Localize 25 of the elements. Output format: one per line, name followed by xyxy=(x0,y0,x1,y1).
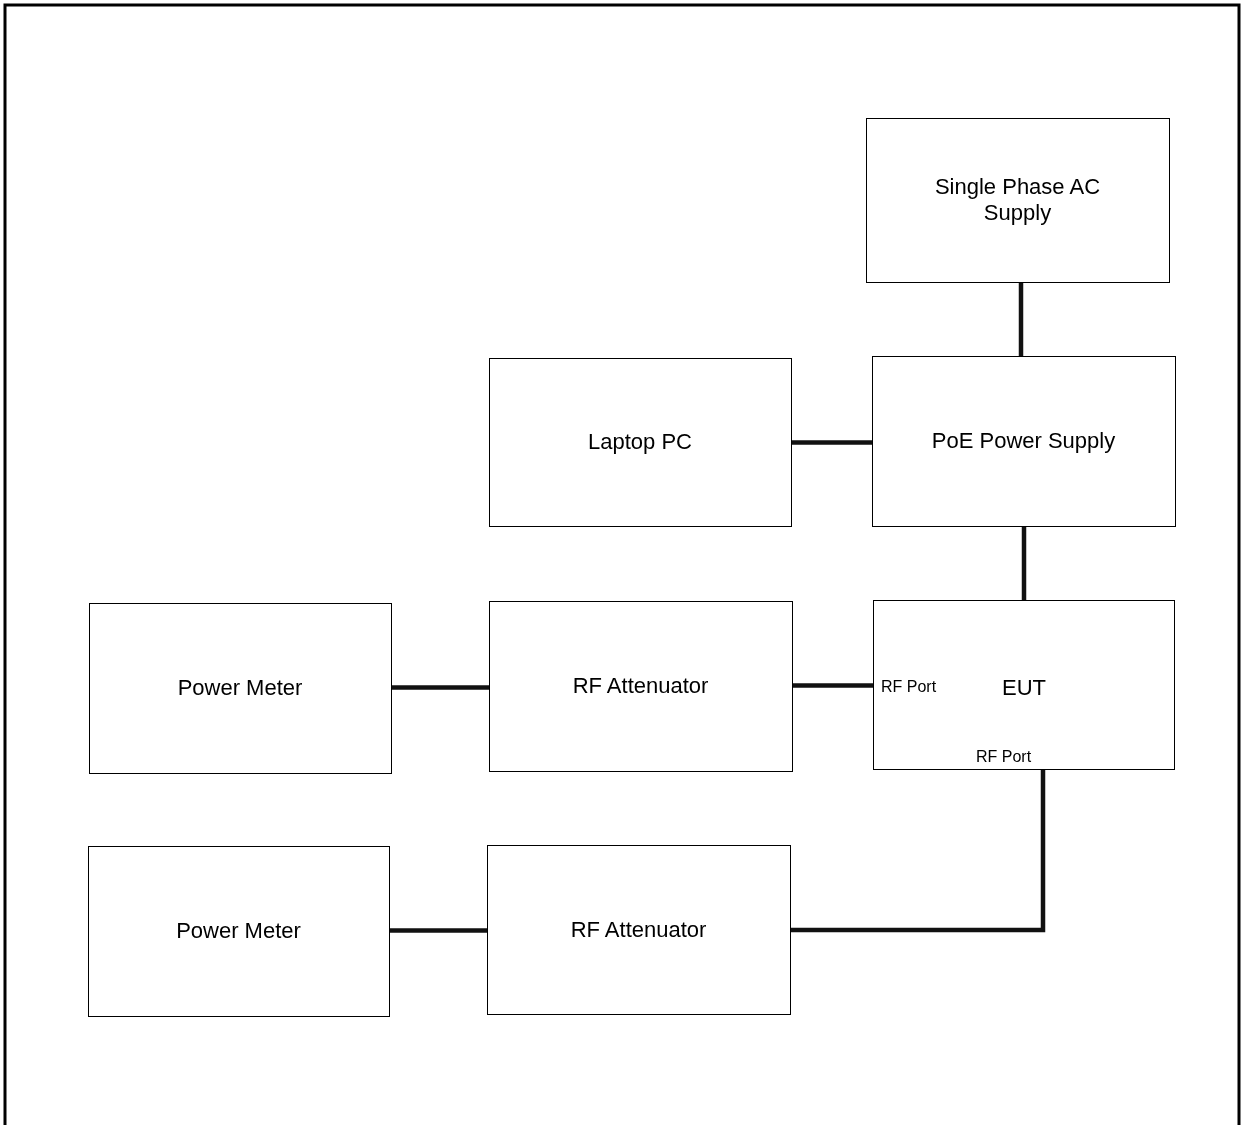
equipment-label: Single Phase AC Supply xyxy=(933,174,1102,226)
equipment-box xyxy=(89,603,392,774)
cable-line xyxy=(1018,283,1024,356)
cable-line xyxy=(792,440,872,445)
cable-line xyxy=(791,770,1046,933)
equipment-box xyxy=(487,845,791,1015)
port-label: RF Port xyxy=(881,678,937,696)
equipment-label: Power Meter xyxy=(175,918,302,944)
cable-line xyxy=(1021,527,1027,600)
equipment-box xyxy=(489,358,792,527)
equipment-label: RF Attenuator xyxy=(571,673,710,699)
equipment-label: EUT xyxy=(1001,675,1047,701)
equipment-label: Power Meter xyxy=(176,675,304,701)
cable-line xyxy=(390,928,487,933)
equipment-box xyxy=(866,118,1170,283)
equipment-label: RF Attenuator xyxy=(569,916,708,943)
equipment-label: PoE Power Supply xyxy=(930,428,1117,454)
equipment-box xyxy=(88,846,390,1017)
equipment-label: Laptop PC xyxy=(587,429,693,455)
cable-line xyxy=(793,683,873,688)
port-label: RF Port xyxy=(976,748,1032,766)
cable-line xyxy=(392,685,489,690)
equipment-box xyxy=(872,356,1176,527)
equipment-box xyxy=(489,601,793,772)
equipment-box xyxy=(873,600,1175,770)
